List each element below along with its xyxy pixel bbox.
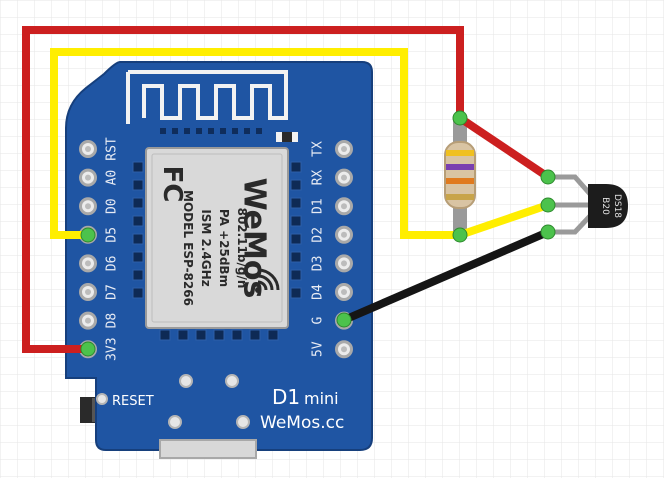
endpoint-resistor-top[interactable] — [452, 110, 468, 126]
sensor-label-line2: B20 — [600, 197, 610, 215]
module-spec-line: PA +25dBm — [217, 209, 231, 287]
right-pin-hole — [341, 146, 347, 152]
right-pin-hole — [341, 203, 347, 210]
right-pin-label-tx: TX — [311, 141, 326, 157]
resistor-band — [446, 178, 474, 184]
wire-red-3v3[interactable] — [22, 26, 551, 353]
left-pin-label-d0: D0 — [105, 198, 120, 214]
left-pin-hole — [85, 174, 91, 181]
endpoint-resistor-bottom[interactable] — [452, 227, 468, 243]
endpoint-3v3[interactable] — [80, 341, 96, 357]
pullup-resistor — [444, 118, 476, 238]
resistor-body — [444, 141, 476, 209]
right-pin-label-d2: D2 — [311, 227, 326, 243]
right-pin-hole — [341, 289, 347, 295]
resistor-bands — [446, 150, 474, 200]
module-spec-line: ISM 2.4GHz — [199, 209, 213, 286]
right-pin-hole — [341, 231, 347, 238]
left-pin-label-d6: D6 — [105, 256, 120, 272]
left-pin-hole — [85, 317, 91, 324]
module-spec-line: 802.11b/g/n — [235, 208, 249, 289]
right-pin-label-d3: D3 — [311, 256, 326, 272]
right-pin-label-rx: RX — [311, 170, 326, 186]
usb-connector — [159, 439, 257, 459]
endpoint-sensor-gnd[interactable] — [540, 224, 556, 240]
sensor-body — [588, 184, 628, 228]
left-pin-hole — [85, 146, 91, 152]
endpoint-g[interactable] — [336, 312, 352, 328]
resistor-band — [446, 150, 474, 156]
antenna-trace — [126, 70, 288, 124]
right-pin-hole — [341, 260, 347, 267]
sensor-label-line1: DS18 — [612, 194, 622, 218]
smd-row — [160, 128, 262, 134]
left-pin-label-d7: D7 — [105, 284, 120, 300]
left-pin-label-3v3: 3V3 — [105, 337, 120, 360]
right-pin-hole — [341, 346, 347, 353]
left-pin-label-d8: D8 — [105, 313, 120, 329]
board-website: WeMos.cc — [260, 413, 344, 433]
wire-black-gnd[interactable] — [342, 228, 550, 324]
module-spec-line: MODEL ESP-8266 — [181, 190, 195, 306]
reset-label: RESET — [112, 394, 154, 409]
endpoint-sensor-dq[interactable] — [540, 197, 556, 213]
left-pin-hole — [85, 289, 91, 295]
resistor-band — [446, 194, 474, 200]
board-name-suffix: mini — [304, 389, 339, 408]
left-pin-label-d5: D5 — [105, 227, 120, 243]
endpoint-d5[interactable] — [80, 227, 96, 243]
left-pin-hole — [85, 203, 91, 210]
resistor-band — [446, 164, 474, 170]
fc-mark: FC — [157, 166, 187, 203]
right-pin-label-d1: D1 — [311, 198, 326, 214]
left-pin-hole — [85, 260, 91, 267]
right-pin-label-g: G — [311, 317, 326, 325]
esp8266-module — [145, 147, 289, 329]
right-pin-label-d4: D4 — [311, 284, 326, 300]
right-pin-label-5v: 5V — [311, 341, 326, 357]
wifi-icon — [255, 268, 280, 293]
board-name: D1 — [272, 385, 300, 409]
left-pin-label-a0: A0 — [105, 170, 120, 186]
board-pads — [96, 374, 250, 429]
module-pads — [132, 161, 302, 341]
right-pin-hole — [341, 174, 347, 181]
wire-endpoints — [80, 110, 556, 357]
endpoint-sensor-vdd[interactable] — [540, 169, 556, 185]
left-pin-label-rst: RST — [105, 137, 120, 161]
